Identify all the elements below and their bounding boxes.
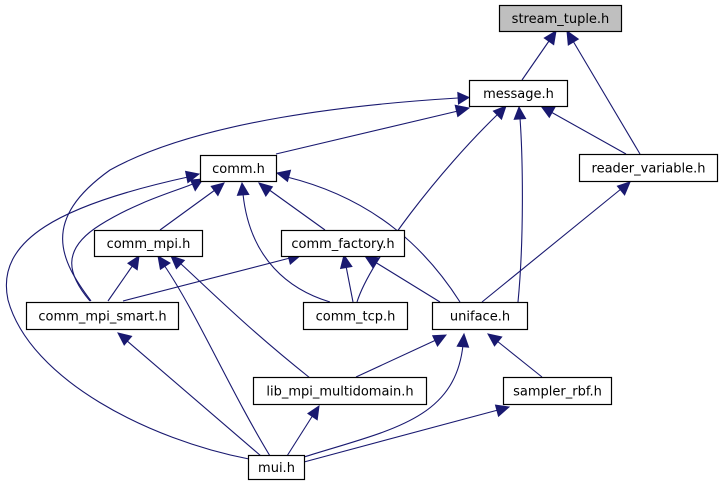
edge-comm-to-message xyxy=(275,104,471,155)
edge-comm-mpi-to-comm xyxy=(159,182,225,231)
edge-mui-to-uniface xyxy=(303,332,470,458)
edge-comm-mpi-smart-to-comm xyxy=(71,178,204,302)
edge-mui-to-lib-mpi-multidomain xyxy=(286,404,320,457)
node-mui[interactable]: mui.h xyxy=(247,454,306,481)
edge-comm-tcp-to-message xyxy=(356,105,507,303)
node-comm-mpi-label: comm_mpi.h xyxy=(107,237,191,252)
edge-message-to-stream-tuple xyxy=(521,30,557,81)
node-comm-mpi-smart[interactable]: comm_mpi_smart.h xyxy=(25,301,180,331)
edge-uniface-to-reader-variable xyxy=(481,181,631,303)
node-comm-mpi[interactable]: comm_mpi.h xyxy=(93,229,204,258)
node-comm-mpi-smart-label: comm_mpi_smart.h xyxy=(38,310,166,325)
node-sampler-rbf-box xyxy=(502,376,613,406)
node-stream-tuple-box xyxy=(498,4,623,33)
edge-comm-tcp-to-comm xyxy=(236,181,331,303)
node-comm-mpi-box xyxy=(93,229,204,258)
edge-reader-variable-to-stream-tuple xyxy=(566,29,641,155)
node-uniface-box xyxy=(431,301,529,331)
node-comm-factory-label: comm_factory.h xyxy=(291,237,394,252)
node-message[interactable]: message.h xyxy=(468,79,569,108)
node-mui-box xyxy=(247,454,306,481)
node-reader-variable[interactable]: reader_variable.h xyxy=(578,153,719,183)
node-uniface[interactable]: uniface.h xyxy=(431,301,529,331)
edge-uniface-to-comm-factory xyxy=(363,255,441,303)
node-sampler-rbf[interactable]: sampler_rbf.h xyxy=(502,376,613,406)
edge-comm-tcp-to-comm-factory xyxy=(339,253,354,303)
edge-comm-mpi-smart-to-message xyxy=(62,91,471,302)
node-sampler-rbf-label: sampler_rbf.h xyxy=(513,385,602,400)
node-comm[interactable]: comm.h xyxy=(199,154,278,183)
edge-comm-mpi-smart-to-comm-mpi xyxy=(107,254,140,302)
node-stream-tuple-label: stream_tuple.h xyxy=(512,12,610,27)
node-comm-box xyxy=(199,154,278,183)
edge-mui-to-comm xyxy=(5,170,250,460)
node-reader-variable-label: reader_variable.h xyxy=(592,162,706,177)
node-comm-label: comm.h xyxy=(212,162,265,177)
node-uniface-label: uniface.h xyxy=(450,310,510,325)
edge-comm-mpi-smart-to-comm-factory xyxy=(122,252,303,302)
node-reader-variable-box xyxy=(578,153,719,183)
edge-mui-to-comm-mpi xyxy=(157,255,271,457)
edge-lib-mpi-multidomain-to-comm-mpi xyxy=(170,255,311,379)
edge-comm-factory-to-comm xyxy=(258,182,326,231)
node-comm-factory[interactable]: comm_factory.h xyxy=(280,229,406,258)
edge-mui-to-comm-mpi-smart xyxy=(117,332,262,457)
node-mui-label: mui.h xyxy=(258,461,295,476)
node-stream-tuple[interactable]: stream_tuple.h xyxy=(498,4,623,33)
node-lib-mpi-multidomain-box xyxy=(252,376,428,406)
node-comm-tcp-box xyxy=(302,301,409,331)
edge-reader-variable-to-message xyxy=(539,105,627,155)
edges-layer xyxy=(5,29,641,463)
edge-sampler-rbf-to-uniface xyxy=(487,333,543,378)
edge-mui-to-sampler-rbf xyxy=(303,404,511,463)
node-comm-tcp-label: comm_tcp.h xyxy=(316,310,396,325)
node-comm-factory-box xyxy=(280,229,406,258)
node-lib-mpi-multidomain-label: lib_mpi_multidomain.h xyxy=(266,385,413,400)
edge-uniface-to-message xyxy=(513,105,527,303)
node-comm-mpi-smart-box xyxy=(25,301,180,331)
node-lib-mpi-multidomain[interactable]: lib_mpi_multidomain.h xyxy=(252,376,428,406)
nodes-layer: stream_tuple.h message.h reader_variable… xyxy=(25,4,719,481)
edge-lib-mpi-multidomain-to-uniface xyxy=(355,334,448,378)
node-comm-tcp[interactable]: comm_tcp.h xyxy=(302,301,409,331)
node-message-label: message.h xyxy=(483,87,554,102)
node-message-box xyxy=(468,79,569,108)
